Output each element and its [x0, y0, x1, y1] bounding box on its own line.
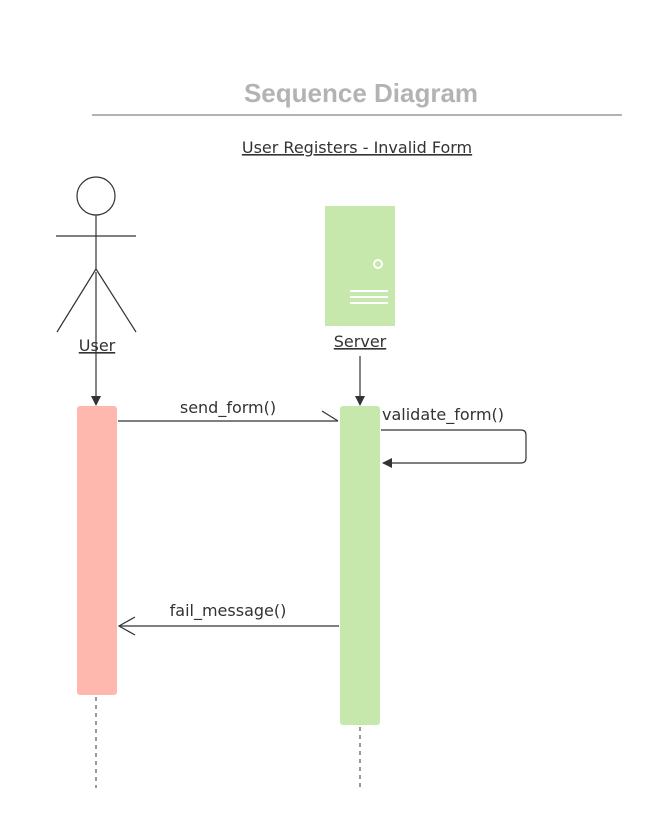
message-label-send-form: send_form() [180, 398, 276, 418]
message-validate-form [381, 429, 527, 468]
server-activation-bar [340, 406, 380, 725]
user-actor-icon [56, 176, 137, 333]
server-icon [325, 206, 395, 326]
diagram-title: Sequence Diagram [244, 78, 478, 108]
participant-label-server: Server [334, 332, 387, 351]
user-activation-bar [77, 406, 117, 695]
diagram-subtitle: User Registers - Invalid Form [242, 138, 472, 157]
message-label-fail-message: fail_message() [170, 601, 287, 621]
participant-label-user: User [79, 336, 116, 355]
message-send-form [118, 410, 339, 422]
message-label-validate-form: validate_form() [382, 405, 504, 425]
message-fail-message [117, 616, 339, 636]
